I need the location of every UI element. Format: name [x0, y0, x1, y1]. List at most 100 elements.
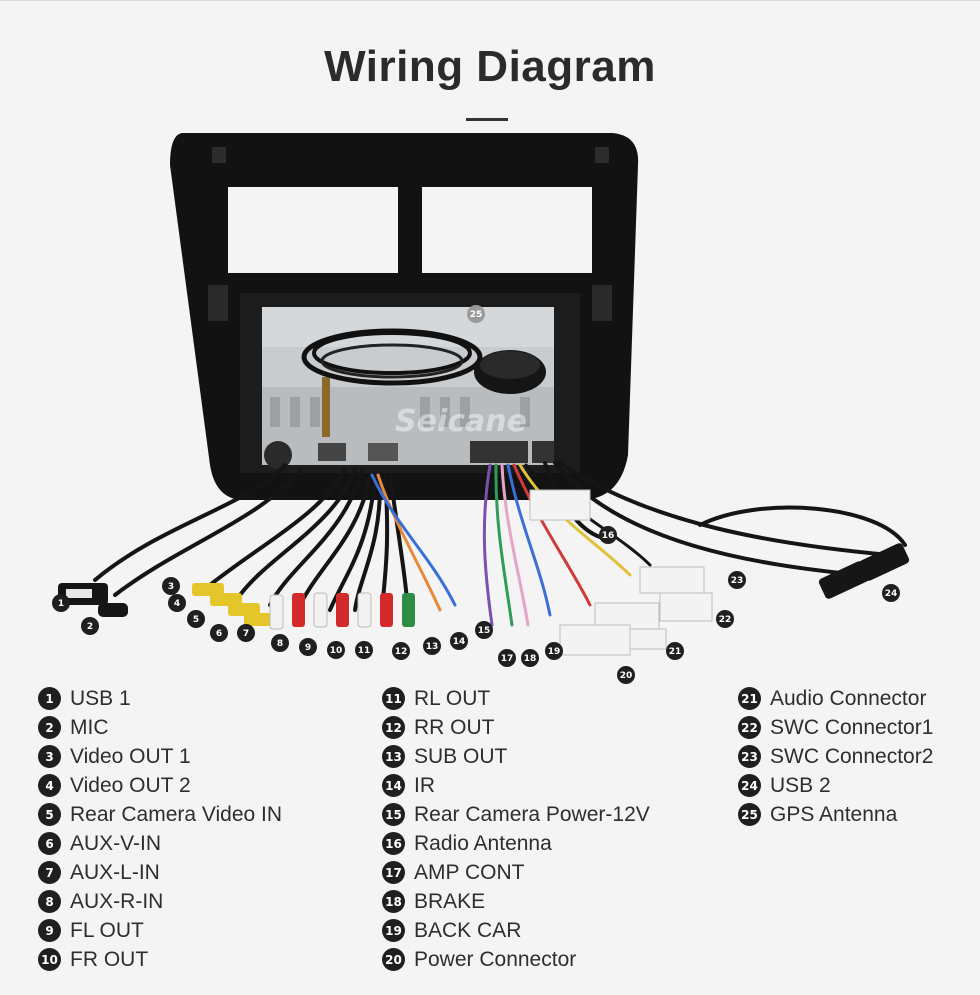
legend-item: 22 SWC Connector1	[738, 713, 933, 742]
legend-label: SWC Connector1	[770, 715, 934, 739]
number-badge: 17	[382, 861, 405, 884]
number-badge: 5	[38, 803, 61, 826]
legend-label: AMP CONT	[414, 860, 525, 884]
callout-17: 17	[498, 649, 516, 667]
callout-21: 21	[666, 642, 684, 660]
number-badge: 21	[738, 687, 761, 710]
legend-label: GPS Antenna	[770, 802, 898, 826]
svg-text:14: 14	[453, 637, 466, 647]
callout-7: 7	[237, 624, 255, 642]
svg-text:20: 20	[620, 671, 633, 681]
svg-text:19: 19	[548, 647, 561, 657]
legend-label: AUX-V-IN	[70, 831, 162, 855]
legend-label: USB 1	[70, 686, 131, 710]
svg-text:12: 12	[395, 647, 408, 657]
number-badge: 14	[382, 774, 405, 797]
svg-text:9: 9	[305, 643, 311, 653]
callout-11: 11	[355, 641, 373, 659]
number-badge: 25	[738, 803, 761, 826]
legend-label: Power Connector	[414, 947, 577, 971]
callout-24: 24	[882, 584, 900, 602]
legend-item: 3 Video OUT 1	[38, 742, 282, 771]
svg-text:13: 13	[426, 642, 439, 652]
head-unit-chassis	[240, 293, 580, 473]
legend-label: RL OUT	[414, 686, 491, 710]
number-badge: 23	[738, 745, 761, 768]
number-badge: 7	[38, 861, 61, 884]
usb-2-plug-b	[858, 543, 910, 581]
legend-label: Rear Camera Video IN	[70, 802, 283, 826]
callout-2: 2	[81, 617, 99, 635]
usb-1-port	[66, 589, 92, 598]
legend-label: Video OUT 1	[70, 744, 191, 768]
number-badge: 13	[382, 745, 405, 768]
brand-watermark: Seicane	[395, 404, 527, 439]
legend-item: 18 BRAKE	[382, 887, 650, 916]
number-badge: 10	[38, 948, 61, 971]
mic-plug	[98, 603, 128, 617]
callout-16: 16	[599, 526, 617, 544]
legend-item: 15 Rear Camera Power-12V	[382, 800, 650, 829]
legend-label: SWC Connector2	[770, 744, 934, 768]
legend-label: Rear Camera Power-12V	[414, 802, 650, 826]
callout-10: 10	[327, 641, 345, 659]
svg-text:11: 11	[358, 646, 371, 656]
callout-20: 20	[617, 666, 635, 684]
svg-text:22: 22	[719, 615, 732, 625]
legend-item: 17 AMP CONT	[382, 858, 650, 887]
callout-9: 9	[299, 638, 317, 656]
svg-text:17: 17	[501, 654, 514, 664]
number-badge: 8	[38, 890, 61, 913]
svg-text:2: 2	[87, 622, 93, 632]
number-badge: 4	[38, 774, 61, 797]
legend-label: MIC	[70, 715, 109, 739]
legend-label: FL OUT	[70, 918, 144, 942]
callout-15: 15	[475, 621, 493, 639]
title-underline	[466, 118, 508, 121]
legend-label: IR	[414, 773, 435, 797]
legend-label: USB 2	[770, 773, 831, 797]
svg-text:5: 5	[193, 615, 199, 625]
svg-text:23: 23	[731, 576, 744, 586]
legend-item: 5 Rear Camera Video IN	[38, 800, 282, 829]
legend-label: BACK CAR	[414, 918, 522, 942]
svg-text:25: 25	[470, 310, 483, 320]
number-badge: 15	[382, 803, 405, 826]
number-badge: 19	[382, 919, 405, 942]
svg-text:3: 3	[168, 582, 174, 592]
svg-text:8: 8	[277, 639, 283, 649]
svg-text:21: 21	[669, 647, 682, 657]
usb-2-plug	[818, 561, 870, 599]
callout-22: 22	[716, 610, 734, 628]
legend-label: FR OUT	[70, 947, 149, 971]
legend-item: 1 USB 1	[38, 684, 282, 713]
legend-label: BRAKE	[414, 889, 486, 913]
svg-text:24: 24	[885, 589, 898, 599]
number-badge: 12	[382, 716, 405, 739]
callout-1: 1	[52, 594, 70, 612]
legend-item: 25 GPS Antenna	[738, 800, 933, 829]
number-badge: 2	[38, 716, 61, 739]
number-badge: 3	[38, 745, 61, 768]
callout-18: 18	[521, 649, 539, 667]
number-badge: 9	[38, 919, 61, 942]
legend-item: 2 MIC	[38, 713, 282, 742]
number-badge: 1	[38, 687, 61, 710]
number-badge: 22	[738, 716, 761, 739]
svg-text:15: 15	[478, 626, 491, 636]
legend-item: 14 IR	[382, 771, 650, 800]
number-badge: 18	[382, 890, 405, 913]
svg-text:4: 4	[174, 599, 180, 609]
